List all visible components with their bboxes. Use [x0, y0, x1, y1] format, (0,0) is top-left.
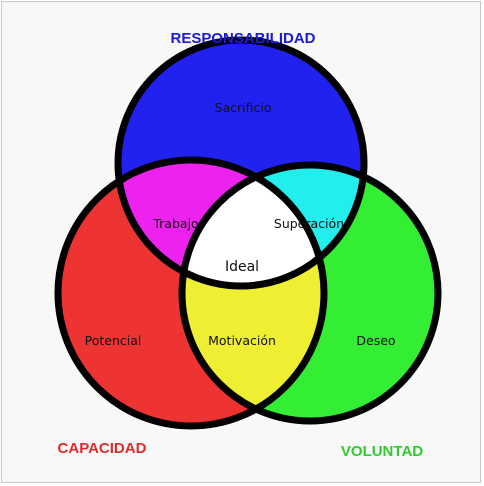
label-deseo: Deseo — [356, 333, 395, 348]
outline-top — [114, 36, 368, 290]
outline-right — [178, 161, 442, 425]
outline-left — [54, 156, 328, 430]
title-responsabilidad: RESPONSABILIDAD — [170, 30, 315, 47]
title-capacidad: CAPACIDAD — [58, 440, 147, 457]
label-superacion: Superación — [274, 216, 344, 231]
label-trabajo: Trabajo — [152, 216, 198, 231]
title-voluntad: VOLUNTAD — [341, 443, 423, 460]
label-ideal: Ideal — [225, 259, 259, 275]
overlap-center — [182, 165, 324, 286]
label-potencial: Potencial — [85, 333, 142, 348]
label-motivacion: Motivación — [208, 333, 276, 348]
label-sacrificio: Sacrificio — [215, 100, 272, 115]
